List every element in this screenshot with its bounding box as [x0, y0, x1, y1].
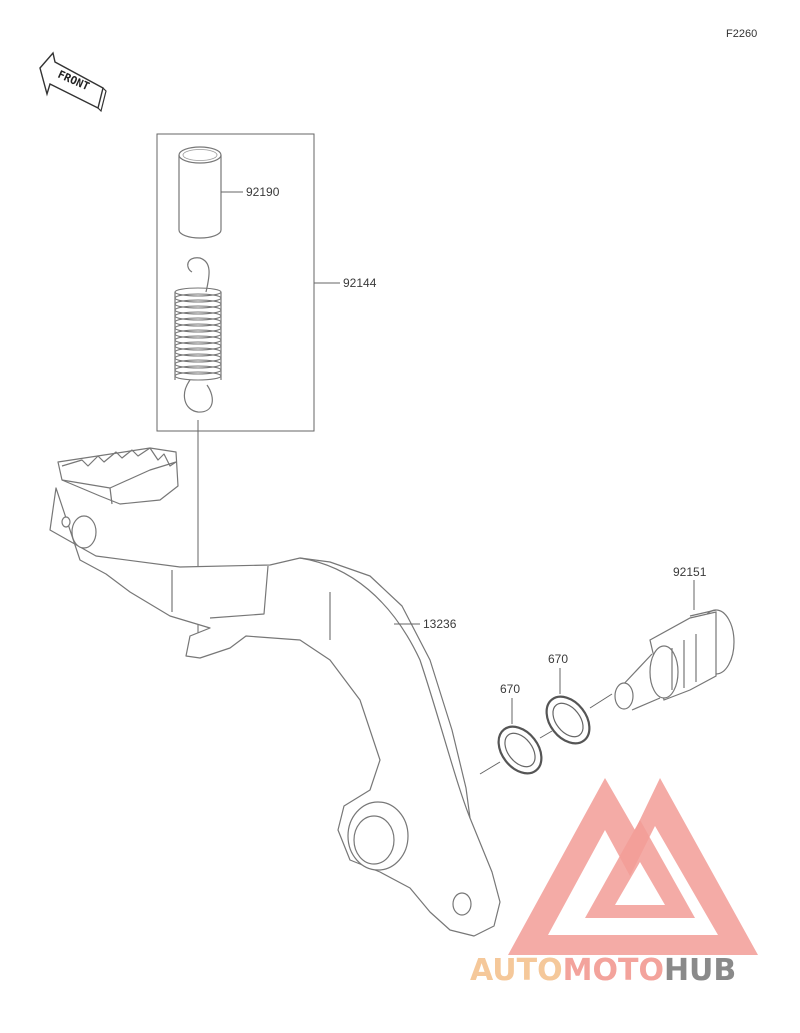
svg-text:AUTOMOTOHUB: AUTOMOTOHUB: [470, 953, 736, 988]
spring-coil: [174, 317, 222, 327]
spring-coil: [174, 359, 222, 369]
spring-coil: [174, 311, 222, 321]
watermark-text-auto: AUTO: [470, 953, 563, 988]
seal-b-part: [545, 695, 591, 745]
spring-coil: [174, 353, 222, 363]
spring-coil: [174, 341, 222, 351]
brake-pedal-part: [49, 447, 501, 937]
spring-coil: [174, 371, 222, 381]
spring-coil: [174, 365, 222, 375]
spring-coil: [174, 299, 222, 309]
reference-code: F2260: [726, 28, 757, 40]
assembly-axis-line: [479, 693, 613, 775]
spring-coil: [174, 329, 222, 339]
pivot-bolt-part: [614, 609, 735, 711]
return-spring: [174, 257, 222, 413]
spring-coil: [174, 335, 222, 345]
seal-a-part-number: 670: [500, 682, 520, 696]
spring-kit-part-number: 92144: [343, 276, 377, 290]
spring-kit-box: [156, 133, 315, 432]
watermark-logo: AUTOMOTOHUB: [470, 778, 758, 988]
spring-coil: [174, 305, 222, 315]
sleeve-part-number: 92190: [246, 185, 280, 199]
watermark-text-hub: HUB: [664, 953, 736, 988]
spring-coil: [174, 347, 222, 357]
watermark-text-moto: MOTO: [563, 953, 664, 988]
spring-coil: [174, 287, 222, 297]
seal-b-part-number: 670: [548, 652, 568, 666]
spring-coil: [174, 323, 222, 333]
pivot-bolt-part-number: 92151: [673, 565, 707, 579]
front-arrow-icon: FRONT: [39, 51, 107, 113]
sleeve-part: [178, 146, 222, 239]
seal-a-part: [497, 725, 543, 775]
spring-coil: [174, 293, 222, 303]
brake-pedal-part-number: 13236: [423, 617, 457, 631]
